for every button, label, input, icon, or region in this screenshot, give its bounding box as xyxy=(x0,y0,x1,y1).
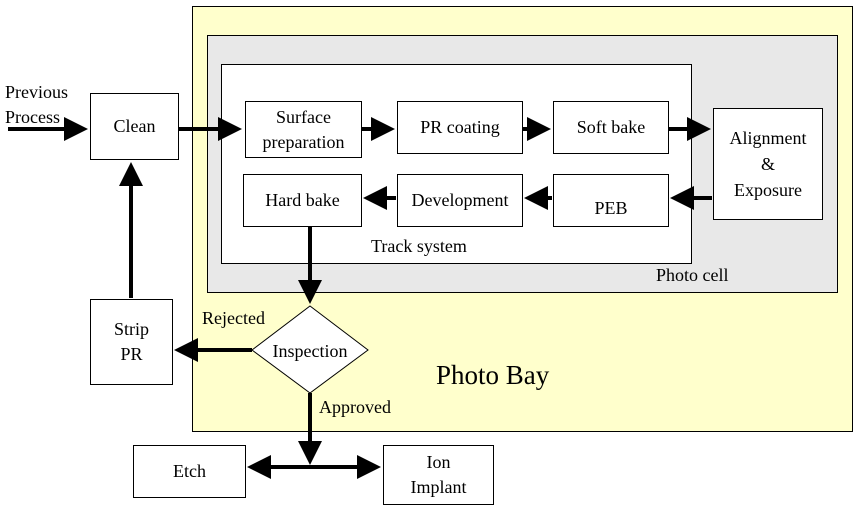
ion-label: Ion xyxy=(426,452,451,472)
inspection-diamond xyxy=(251,305,369,394)
clean-label: Clean xyxy=(113,116,156,136)
pr-coating-box: PR coating xyxy=(397,101,523,154)
track-system-label: Track system xyxy=(371,236,467,256)
track-system-region xyxy=(221,64,692,264)
peb-box: PEB xyxy=(553,174,669,227)
surface-preparation-label-2: preparation xyxy=(262,131,345,152)
etch-label: Etch xyxy=(173,461,206,481)
etch-box: Etch xyxy=(133,445,246,498)
soft-bake-label: Soft bake xyxy=(576,117,646,137)
strip-label: Strip xyxy=(113,319,149,339)
alignment-label: Alignment xyxy=(729,128,807,148)
development-label: Development xyxy=(411,190,509,210)
clean-box: Clean xyxy=(90,93,179,160)
alignment-exposure-box: Alignment & Exposure xyxy=(713,108,823,220)
ion-implant-box: Ion Implant xyxy=(383,445,494,505)
approved-label: Approved xyxy=(319,397,391,417)
surface-preparation-label-1: Surface xyxy=(276,106,331,127)
soft-bake-box: Soft bake xyxy=(553,101,669,154)
previous-process-label: Previous Process xyxy=(5,80,68,130)
pr-coating-label: PR coating xyxy=(420,117,500,137)
pr-label: PR xyxy=(120,344,143,364)
surface-preparation-box: Surface preparation xyxy=(245,101,362,158)
peb-label: PEB xyxy=(594,198,628,218)
photo-cell-label: Photo cell xyxy=(656,265,729,285)
previous-process-line1: Previous xyxy=(5,82,68,102)
photo-bay-label: Photo Bay xyxy=(436,360,550,390)
strip-pr-box: Strip PR xyxy=(90,299,173,385)
development-box: Development xyxy=(397,174,523,227)
hard-bake-label: Hard bake xyxy=(265,190,340,210)
inspection-label: Inspection xyxy=(272,341,348,361)
previous-process-line2: Process xyxy=(5,107,60,127)
rejected-label: Rejected xyxy=(202,308,265,328)
exposure-label: Exposure xyxy=(734,180,802,200)
hard-bake-box: Hard bake xyxy=(243,174,362,227)
ampersand-label: & xyxy=(760,154,775,174)
implant-label: Implant xyxy=(410,477,467,497)
